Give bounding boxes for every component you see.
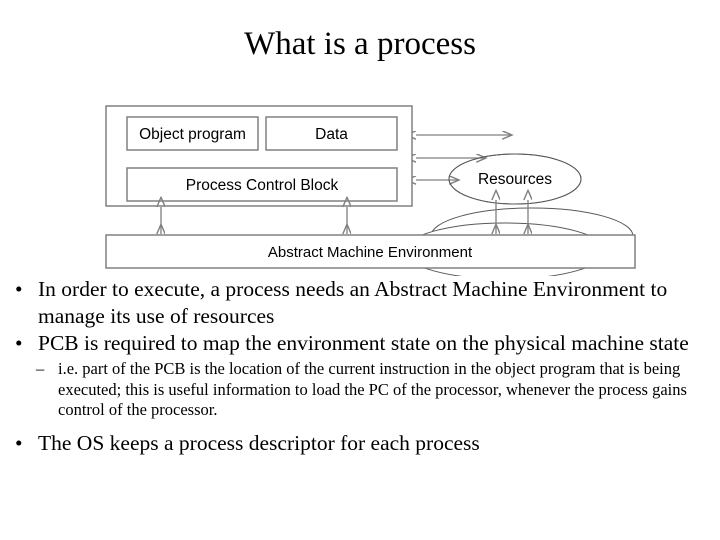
sub-bullet-marker: – xyxy=(36,359,45,378)
bullet-marker: • xyxy=(15,331,23,355)
bullet-text: PCB is required to map the environment s… xyxy=(38,331,689,355)
bullet-item: • The OS keeps a process descriptor for … xyxy=(6,430,692,457)
data-label: Data xyxy=(315,126,348,143)
pcb-box xyxy=(126,167,398,202)
bullet-text: The OS keeps a process descriptor for ea… xyxy=(38,430,480,455)
data-box xyxy=(265,116,398,151)
abstract-machine-environment-label: Abstract Machine Environment xyxy=(268,244,473,261)
process-structure-diagram: Resources Object program Data Process Co… xyxy=(0,96,720,276)
pcb-label: Process Control Block xyxy=(186,177,339,194)
abstract-machine-environment-box xyxy=(105,234,636,269)
bullet-item: • In order to execute, a process needs a… xyxy=(6,276,692,330)
sub-bullet-item: – i.e. part of the PCB is the location o… xyxy=(32,359,696,421)
slide-body: • In order to execute, a process needs a… xyxy=(0,276,720,457)
page-title: What is a process xyxy=(244,26,476,62)
object-program-label: Object program xyxy=(139,126,246,143)
object-program-box xyxy=(126,116,259,151)
bullet-marker: • xyxy=(15,430,23,455)
bullet-marker: • xyxy=(15,277,23,301)
bullet-item: • PCB is required to map the environment… xyxy=(6,330,692,357)
sub-bullet-text: i.e. part of the PCB is the location of … xyxy=(58,359,687,419)
bullet-text: In order to execute, a process needs an … xyxy=(38,277,668,328)
resources-label: Resources xyxy=(478,171,552,188)
resources-ellipse-front-outline xyxy=(448,153,582,205)
